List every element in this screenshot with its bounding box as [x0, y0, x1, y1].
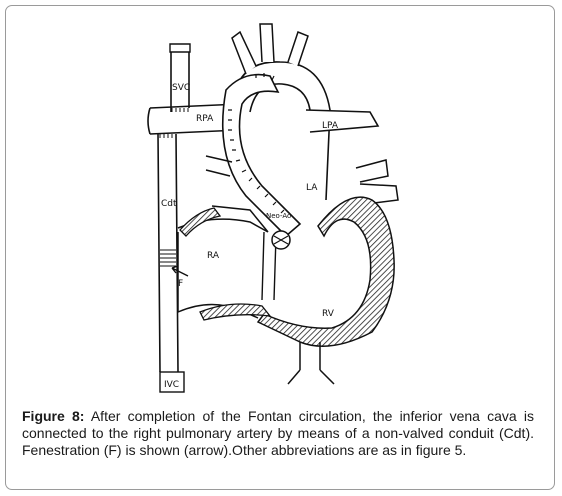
label-lpa: LPA	[322, 121, 339, 131]
conduit-stripes	[160, 249, 176, 267]
heart-outline	[177, 155, 399, 319]
caption-text: After completion of the Fontan circulati…	[22, 408, 534, 458]
label-neo-ao: Neo-Ao	[266, 212, 291, 220]
ra-patch-wall	[179, 207, 222, 237]
neo-aorta-stitches	[228, 73, 285, 214]
bottom-vessel	[287, 342, 335, 385]
svc-vessel	[170, 46, 190, 112]
label-rpa: RPA	[196, 114, 214, 124]
anastomosis-stitches	[159, 108, 189, 138]
label-svc: SVC	[172, 83, 190, 93]
lv-wall	[256, 196, 395, 347]
neo-aorta-tube	[221, 73, 302, 238]
caption-label: Figure 8:	[22, 408, 85, 424]
ra-floor-wall	[199, 303, 272, 321]
valve-leaflets	[273, 235, 289, 245]
arch-branches	[231, 23, 309, 75]
fontan-heart-diagram: SVC RPA LPA LA RA RV Cdt Neo-Ao F IVC	[140, 12, 425, 400]
conduit-vessel	[157, 133, 179, 373]
fenestration-arrow	[171, 265, 189, 277]
label-la: LA	[306, 183, 318, 193]
label-f: F	[178, 279, 183, 289]
label-cdt: Cdt	[161, 199, 177, 209]
label-ra: RA	[207, 251, 220, 261]
ivc-box	[159, 371, 185, 393]
label-rv: RV	[322, 309, 335, 319]
lpa-vessel	[305, 109, 380, 133]
svc-top-cap	[169, 43, 191, 53]
figure-caption: Figure 8: After completion of the Fontan…	[22, 408, 534, 459]
label-ivc: IVC	[164, 380, 179, 390]
